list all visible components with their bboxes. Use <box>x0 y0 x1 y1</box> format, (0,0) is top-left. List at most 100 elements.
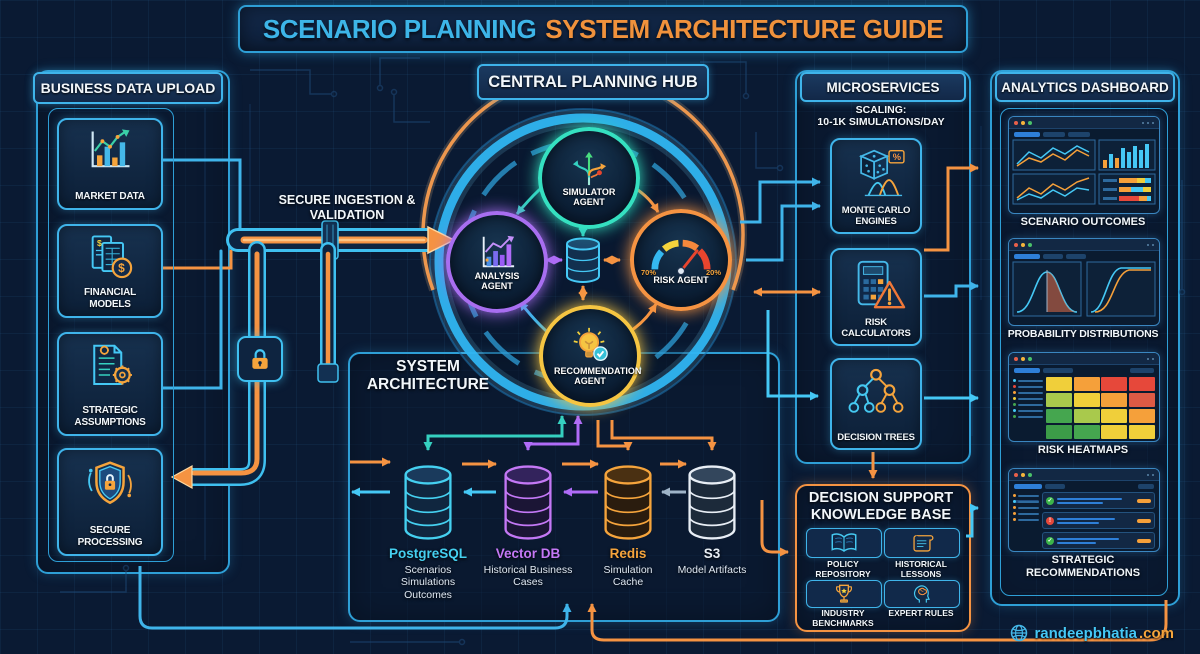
window-tabs <box>1009 251 1159 260</box>
business-data-upload-header: BUSINESS DATA UPLOAD <box>33 72 223 104</box>
heatmap-window-content <box>1009 374 1159 441</box>
redis-desc: Simulation Cache <box>603 564 653 589</box>
card-financial-models: $ $ FINANCIAL MODELS <box>57 224 163 318</box>
system-architecture-title: SYSTEM ARCHITECTURE <box>366 358 490 394</box>
open-book-icon <box>829 532 859 554</box>
risk-heatmaps-label: RISK HEATMAPS <box>1037 444 1129 456</box>
decision-trees-label: DECISION TREES <box>837 431 915 443</box>
redis-database-icon <box>600 462 656 544</box>
card-monte-carlo-engines: % MONTE CARLO ENGINES <box>830 138 922 234</box>
analysis-bar-chart-icon <box>475 233 519 271</box>
recommendation-row: ✓ <box>1042 532 1155 549</box>
window-titlebar <box>1009 239 1159 251</box>
scenario-outcomes-window <box>1008 116 1160 214</box>
simulator-branches-icon <box>567 149 611 187</box>
heatmap-legend-list <box>1013 377 1043 439</box>
knowledge-base-title-line2: KNOWLEDGE BASE <box>810 507 952 524</box>
scaling-note: SCALING: 10-1K SIMULATIONS/DAY <box>798 104 964 129</box>
risk-gauge-right-value: 20% <box>705 267 721 277</box>
secure-processing-label: SECURE PROCESSING <box>77 525 143 549</box>
calculator-warning-icon <box>845 257 907 313</box>
policy-repository-label: POLICY REPOSITORY <box>815 559 871 579</box>
pipe-lock-icon <box>237 336 283 382</box>
site-name: randeepbhatia <box>1034 624 1137 642</box>
central-hub-title: CENTRAL PLANNING HUB <box>488 72 698 91</box>
svg-text:$: $ <box>118 261 125 275</box>
ingestion-label: SECURE INGESTION & VALIDATION <box>278 193 416 222</box>
postgresql-name: PostgreSQL <box>388 546 467 561</box>
risk-gauge-left-value: 70% <box>641 267 657 277</box>
strategic-recommendations-label: STRATEGIC RECOMMENDATIONS <box>1025 554 1141 579</box>
financial-models-label: FINANCIAL MODELS <box>83 287 137 311</box>
brain-icon <box>910 583 934 605</box>
recommendation-row: ✓ <box>1042 492 1155 509</box>
scaling-line-2: 10-1K SIMULATIONS/DAY <box>817 116 945 129</box>
window-tabs <box>1009 365 1159 374</box>
dice-distribution-icon: % <box>844 147 908 201</box>
industry-benchmarks-tile <box>806 580 882 608</box>
title-part-1: SCENARIO PLANNING <box>262 13 537 44</box>
recommendation-rows: ✓ ! ✓ <box>1042 492 1155 549</box>
expert-rules-tile <box>884 580 960 608</box>
financial-models-icon: $ $ <box>84 233 136 281</box>
analytics-dashboard-title: ANALYTICS DASHBOARD <box>1001 79 1169 95</box>
card-decision-trees: DECISION TREES <box>830 358 922 450</box>
tree-nodes-icon <box>845 367 907 419</box>
industry-benchmarks-label: INDUSTRY BENCHMARKS <box>812 608 874 628</box>
historical-lessons-tile <box>884 528 960 558</box>
market-data-label: MARKET DATA <box>75 191 145 203</box>
card-secure-processing: SECURE PROCESSING <box>57 448 163 556</box>
vector-db-desc: Historical Business Cases <box>483 564 573 589</box>
probability-distributions-window <box>1008 238 1160 326</box>
trophy-icon <box>831 583 857 605</box>
analysis-agent-label: ANALYSIS AGENT <box>474 270 520 291</box>
expert-rules-label: EXPERT RULES <box>888 608 954 618</box>
recommendation-list-content: ✓ ! ✓ <box>1009 490 1159 551</box>
business-data-upload-title: BUSINESS DATA UPLOAD <box>40 80 216 96</box>
recommendation-sidebar <box>1013 492 1039 549</box>
recommendation-agent-label: RECOMMENDATION AGENT <box>554 365 642 386</box>
page-title: SCENARIO PLANNING SYSTEM ARCHITECTURE GU… <box>238 5 968 53</box>
card-market-data: MARKET DATA <box>57 118 163 210</box>
simulator-agent-label: SIMULATOR AGENT <box>562 186 616 207</box>
knowledge-base-title-line1: DECISION SUPPORT <box>808 490 954 506</box>
recommendation-agent: RECOMMENDATION AGENT <box>539 305 641 407</box>
strategic-assumptions-icon <box>83 341 137 391</box>
s3-desc: Model Artifacts <box>677 564 747 576</box>
site-credit[interactable]: randeepbhatia.com <box>1010 624 1174 642</box>
analysis-agent: ANALYSIS AGENT <box>446 211 548 313</box>
card-risk-calculators: RISK CALCULATORS <box>830 248 922 346</box>
hub-core <box>545 221 621 301</box>
svg-text:%: % <box>893 152 902 162</box>
risk-calculators-label: RISK CALCULATORS <box>841 316 911 339</box>
risk-agent: 70% 20% RISK AGENT <box>630 209 732 311</box>
scaling-line-1: SCALING: <box>855 104 907 116</box>
risk-heatmaps-window <box>1008 352 1160 442</box>
analytics-dashboard-header: ANALYTICS DASHBOARD <box>995 72 1175 102</box>
globe-icon <box>1010 624 1028 642</box>
scroll-icon <box>909 532 935 554</box>
lightbulb-check-icon <box>567 326 613 366</box>
postgresql-desc: Scenarios Simulations Outcomes <box>400 564 456 601</box>
policy-repository-tile <box>806 528 882 558</box>
recommendation-row: ! <box>1042 512 1155 529</box>
s3-database-icon <box>684 462 740 544</box>
distribution-window-content <box>1012 261 1156 317</box>
title-part-2: SYSTEM ARCHITECTURE GUIDE <box>545 13 944 44</box>
card-strategic-assumptions: STRATEGIC ASSUMPTIONS <box>57 332 163 436</box>
svg-text:$: $ <box>97 238 102 248</box>
vector-db-database-icon <box>500 462 556 544</box>
historical-lessons-label: HISTORICAL LESSONS <box>895 559 947 579</box>
strategic-recommendations-window: ✓ ! ✓ <box>1008 468 1160 552</box>
redis-name: Redis <box>609 546 647 561</box>
heatmap-grid <box>1046 377 1155 439</box>
postgresql-database-icon <box>400 462 456 544</box>
window-tabs <box>1009 129 1159 138</box>
s3-name: S3 <box>703 546 721 561</box>
microservices-header: MICROSERVICES <box>800 72 966 102</box>
probability-distributions-label: PROBABILITY DISTRIBUTIONS <box>1007 328 1159 340</box>
window-tabs <box>1009 481 1159 490</box>
analytics-inner-frame <box>1000 108 1168 596</box>
window-titlebar <box>1009 353 1159 365</box>
